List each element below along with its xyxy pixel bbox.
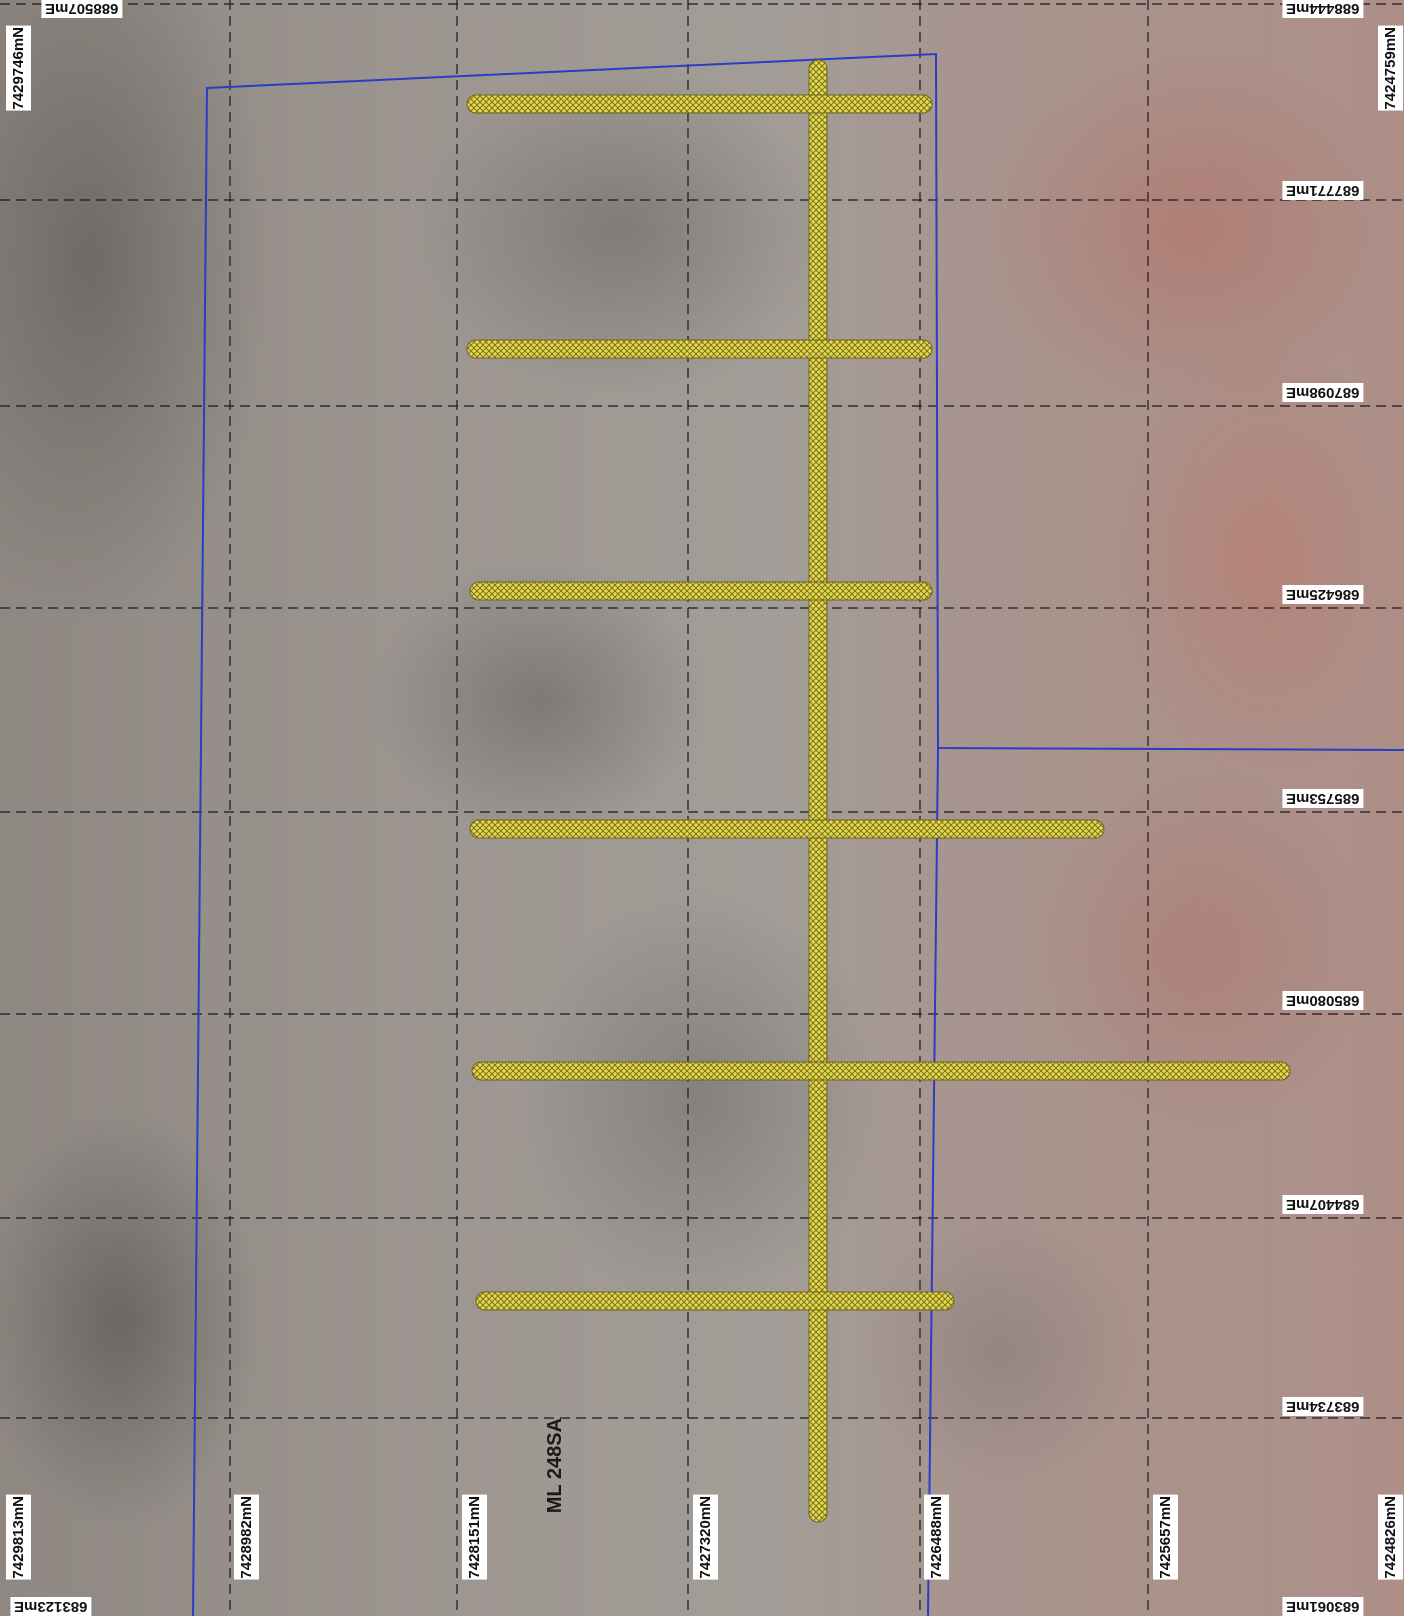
traverse-3 — [469, 581, 933, 601]
tenement-boundary — [192, 52, 1404, 1616]
northing-label-5: 7426488mN — [924, 1495, 949, 1580]
northing-label-7: 7424826mN — [1378, 1495, 1403, 1580]
easting-label-8: 683734mE — [1282, 1397, 1364, 1416]
northing-label-6: 7425657mN — [1153, 1495, 1178, 1580]
traverse-6 — [475, 1291, 955, 1311]
easting-label-3: 687098mE — [1282, 383, 1364, 402]
easting-label-4: 686425mE — [1282, 585, 1364, 604]
northing-label-1: 7429813mN — [6, 1495, 31, 1580]
northing-label-3: 7428151mN — [462, 1495, 487, 1580]
easting-label-left-bottom: 683123mE — [10, 1597, 92, 1616]
easting-label-5: 685753mE — [1282, 789, 1364, 808]
traverse-5 — [471, 1061, 1291, 1081]
boundary-lower-edge — [927, 747, 939, 1616]
traverse-spine — [808, 59, 828, 1523]
easting-label-1: 688444mE — [1282, 0, 1364, 18]
northing-label-2: 7428982mN — [234, 1495, 259, 1580]
traverse-4 — [469, 819, 1105, 839]
traverse-1 — [466, 94, 933, 114]
easting-label-6: 685080mE — [1282, 991, 1364, 1010]
traverse-2 — [466, 339, 933, 359]
northing-label-top-right: 7424759mN — [1378, 26, 1403, 111]
easting-label-9: 683061mE — [1282, 1597, 1364, 1616]
traverse-lines — [466, 59, 1291, 1523]
northing-label-4: 7427320mN — [693, 1495, 718, 1580]
northing-label-top-left: 7429746mN — [6, 26, 31, 111]
easting-label-2: 687771mE — [1282, 181, 1364, 200]
easting-label-left-top: 688507mE — [41, 0, 123, 18]
easting-label-7: 684407mE — [1282, 1195, 1364, 1214]
tenement-name-label: ML 248SA — [544, 1418, 566, 1514]
boundary-outline — [192, 52, 1404, 1616]
